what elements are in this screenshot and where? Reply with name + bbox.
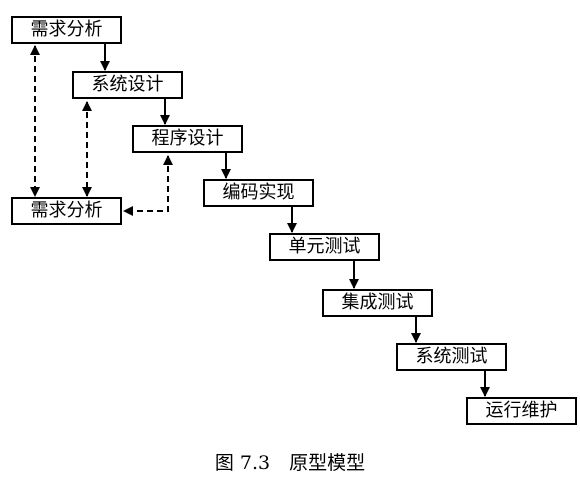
step-integration-testing: 集成测试 <box>322 289 433 317</box>
step-coding: 编码实现 <box>203 179 314 207</box>
figure-caption: 图 7.3 原型模型 <box>214 452 366 474</box>
step-system-design: 系统设计 <box>72 71 183 99</box>
feedback-arrow-program-design <box>123 155 173 216</box>
step-operation-maintenance: 运行维护 <box>466 397 577 425</box>
prototype-requirements-box: 需求分析 <box>11 197 122 225</box>
step-program-design: 程序设计 <box>132 125 243 153</box>
step-unit-testing: 单元测试 <box>269 233 380 261</box>
step-system-testing: 系统测试 <box>396 343 507 371</box>
step-requirements-analysis: 需求分析 <box>11 16 122 44</box>
